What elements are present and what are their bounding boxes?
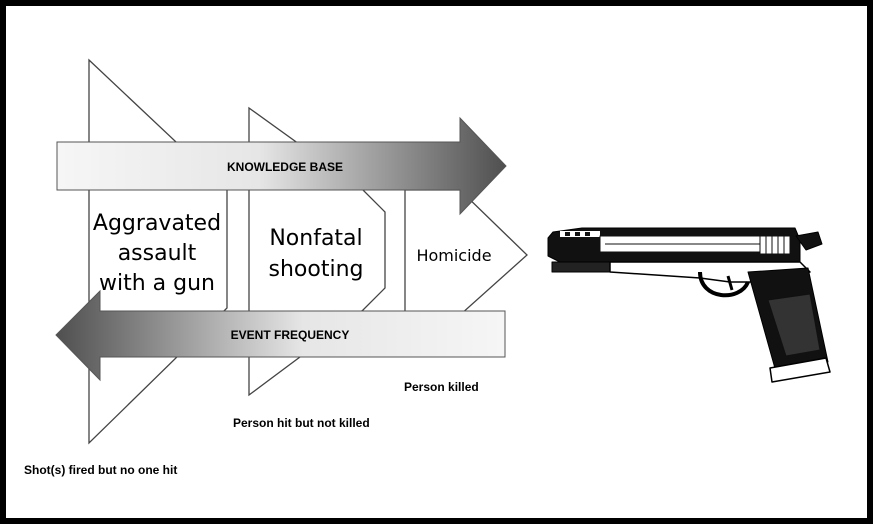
caption-person-hit: Person hit but not killed (233, 416, 370, 430)
aggravated-line-3: with a gun (99, 271, 215, 296)
homicide-label: Homicide (416, 246, 491, 265)
nonfatal-line-1: Nonfatal (269, 226, 362, 251)
diagram-canvas: KNOWLEDGE BASE Aggravated assault with a… (6, 6, 867, 518)
gun-violence-diagram: KNOWLEDGE BASE Aggravated assault with a… (24, 58, 831, 477)
knowledge-base-arrow (56, 116, 507, 216)
pistol-icon (547, 227, 831, 383)
nonfatal-line-2: shooting (269, 257, 364, 282)
aggravated-line-2: assault (118, 241, 197, 266)
caption-shots-fired: Shot(s) fired but no one hit (24, 463, 177, 477)
aggravated-line-1: Aggravated (93, 211, 221, 236)
event-frequency-label: EVENT FREQUENCY (231, 328, 350, 342)
caption-person-killed: Person killed (404, 380, 479, 394)
knowledge-base-label: KNOWLEDGE BASE (227, 160, 343, 174)
event-frequency-arrow (55, 289, 506, 382)
